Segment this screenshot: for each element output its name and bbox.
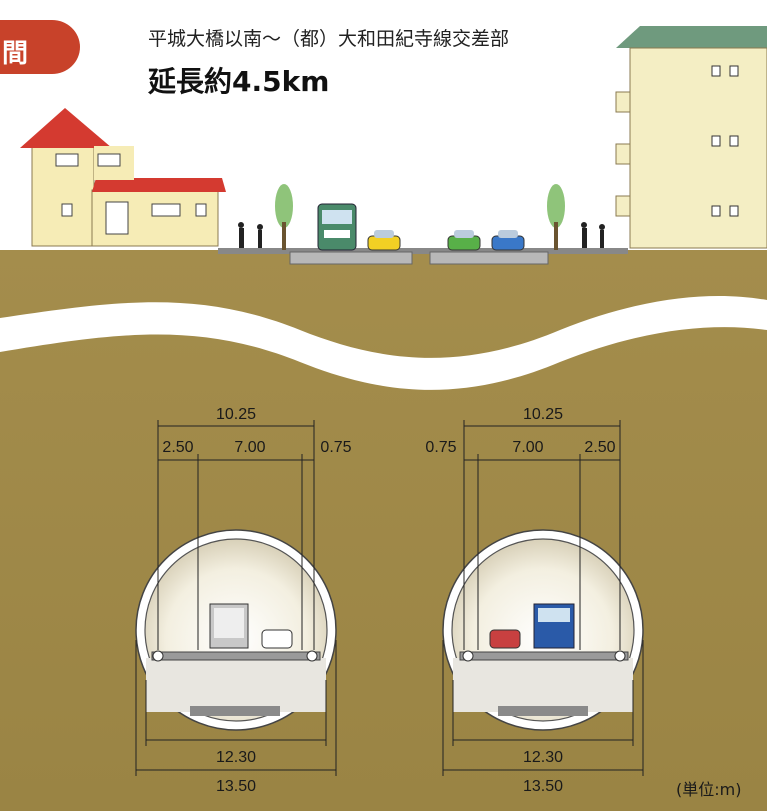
left-tree — [275, 184, 293, 250]
left-tunnel-dimensions — [135, 420, 337, 776]
left-tunnel — [135, 529, 337, 731]
right-tree — [547, 184, 565, 250]
surface-bus — [317, 203, 357, 251]
right-tunnel — [442, 529, 644, 731]
right-tunnel-dimensions — [442, 420, 644, 776]
right-total-top-label: 10.25 — [523, 406, 563, 423]
left-lanes-label: 7.00 — [234, 439, 265, 456]
right-inner-width-label: 12.30 — [523, 749, 563, 766]
left-sidewalk-label: 2.50 — [162, 439, 193, 456]
left-inner-width-label: 12.30 — [216, 749, 256, 766]
section-title: 平城大橋以南～（都）大和田紀寺線交差部 — [148, 28, 510, 50]
apartment-building — [615, 26, 767, 249]
right-outer-width-label: 13.50 — [523, 778, 563, 795]
section-badge-label: 間 — [2, 39, 29, 69]
ground — [0, 250, 767, 811]
section-badge-shape — [0, 20, 80, 74]
left-total-top-label: 10.25 — [216, 406, 256, 423]
surface-car-green — [447, 230, 481, 251]
pedestrians — [238, 222, 605, 248]
right-sidewalk-label: 2.50 — [584, 439, 615, 456]
surface-road — [218, 248, 628, 265]
right-lanes-label: 7.00 — [512, 439, 543, 456]
section-length: 延長約4.5km — [148, 65, 330, 98]
left-house — [20, 108, 226, 247]
surface-car-yellow — [367, 230, 401, 251]
left-shoulder-label: 0.75 — [320, 439, 351, 456]
section-break-wave — [0, 295, 767, 390]
right-shoulder-label: 0.75 — [425, 439, 456, 456]
left-outer-width-label: 13.50 — [216, 778, 256, 795]
surface-car-blue — [491, 230, 525, 251]
unit-note: (単位:m) — [676, 780, 742, 799]
